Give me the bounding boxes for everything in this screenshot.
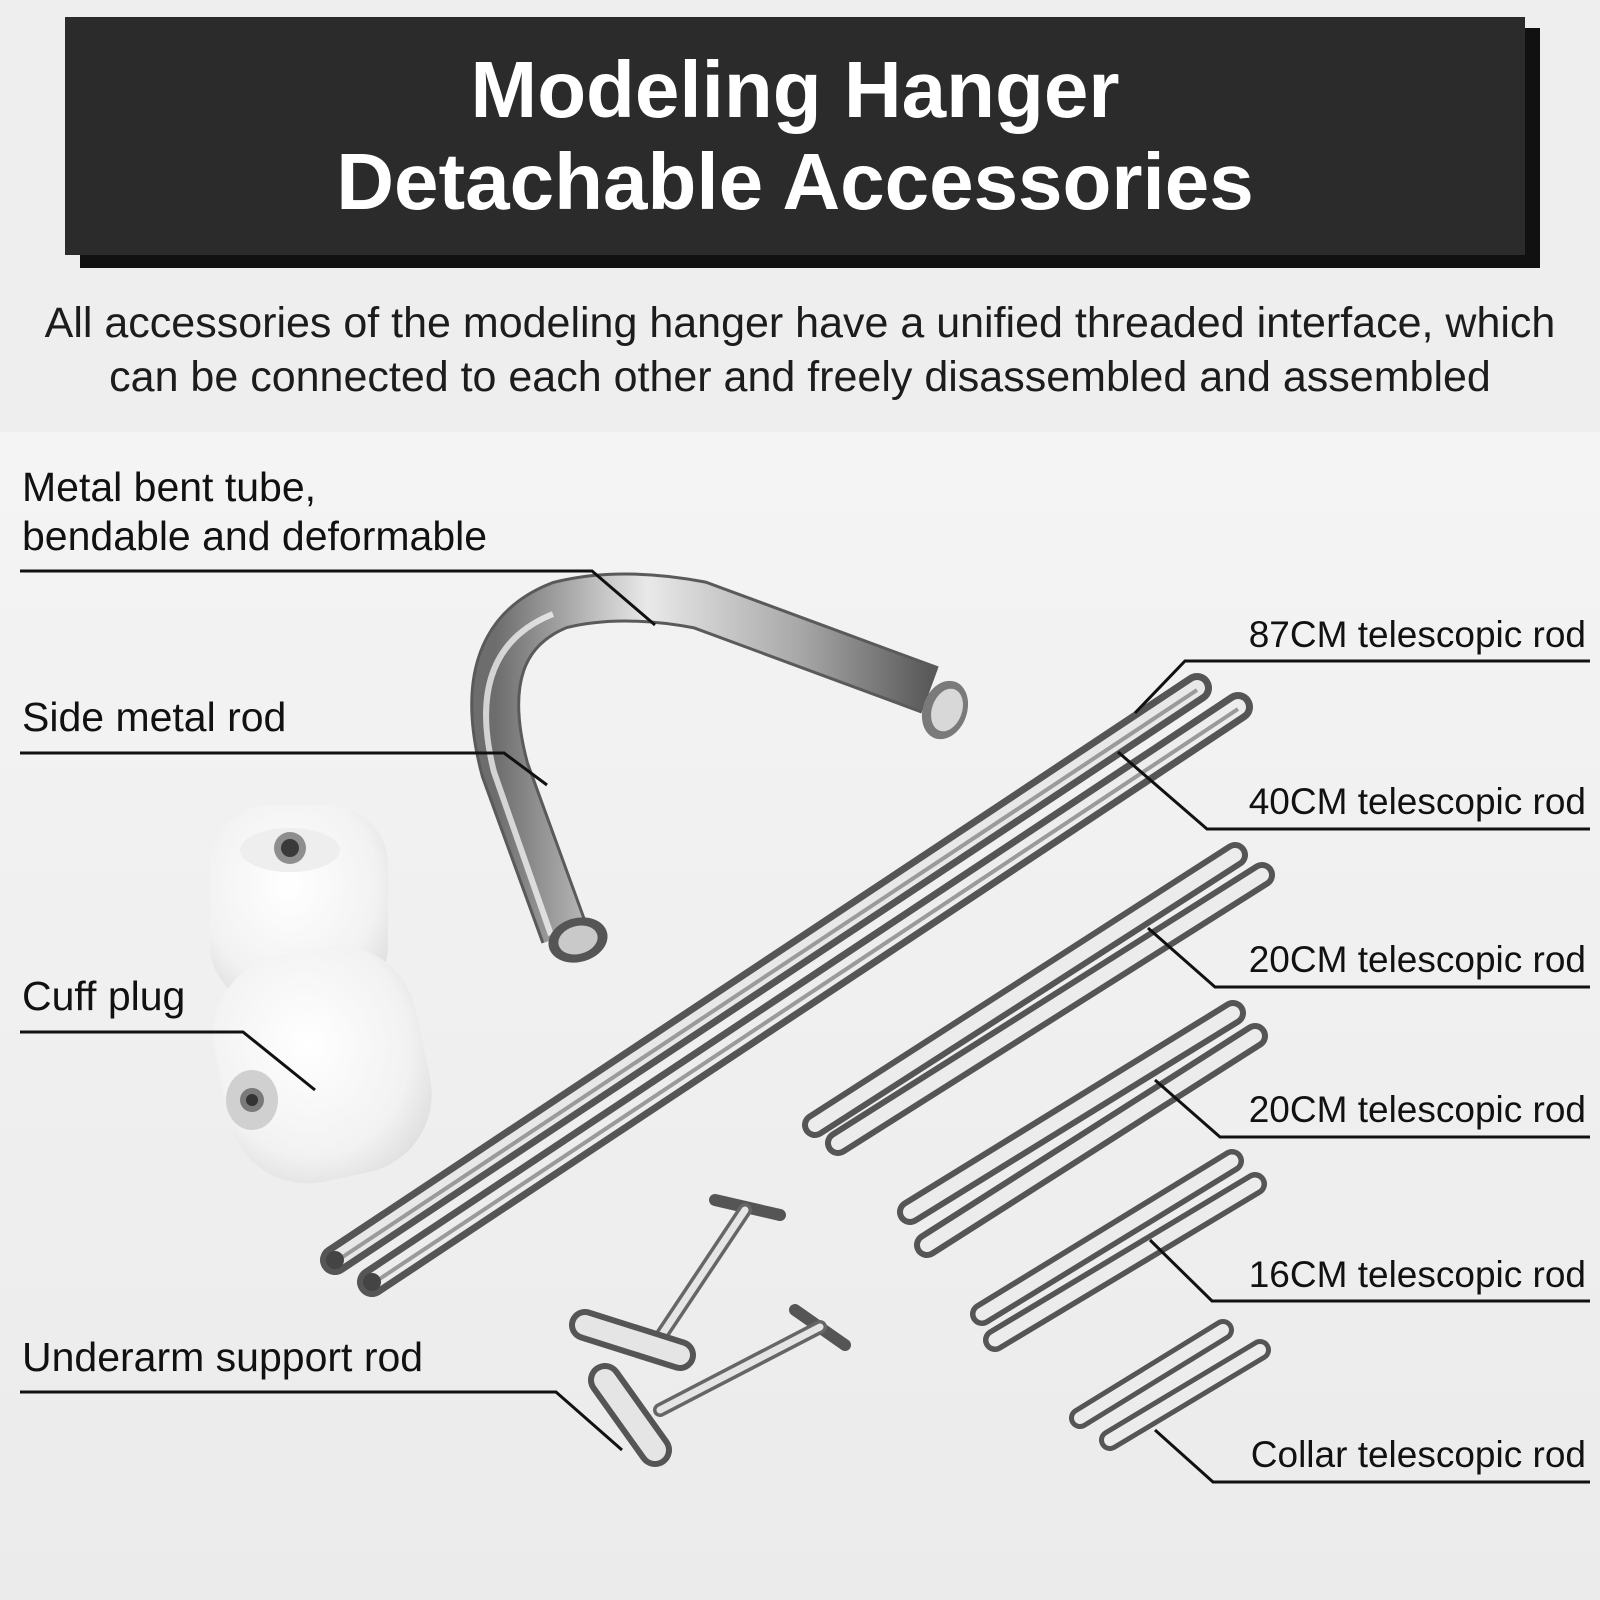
label-collar-rod: Collar telescopic rod: [1250, 1434, 1586, 1475]
label-side-rod: Side metal rod: [22, 694, 287, 740]
leader-lines-right: [1117, 659, 1590, 1484]
title-line-1: Modeling Hanger: [470, 45, 1120, 134]
cuff-plugs: [210, 805, 432, 1184]
label-rod-87cm: 87CM telescopic rod: [1248, 614, 1586, 655]
description-line-1: All accessories of the modeling hanger h…: [44, 299, 1556, 347]
label-bent-tube-line-1: Metal bent tube,: [22, 464, 317, 510]
leader-lines-left: [20, 569, 656, 1452]
description-line-2: can be connected to each other and freel…: [109, 353, 1491, 401]
rods-20cm-a: [802, 842, 1275, 1156]
label-cuff-plug: Cuff plug: [22, 973, 186, 1019]
title-line-2: Detachable Accessories: [336, 137, 1254, 226]
rods-20cm-b: [897, 1000, 1268, 1258]
bent-tube: [470, 572, 969, 963]
label-rod-20cm-b: 20CM telescopic rod: [1248, 1089, 1586, 1130]
description: All accessories of the modeling hanger h…: [40, 296, 1560, 404]
underarm-rods: [569, 1194, 851, 1467]
rods-16cm: [970, 1149, 1267, 1352]
label-underarm-rod: Underarm support rod: [22, 1334, 424, 1380]
long-rods: [320, 673, 1253, 1297]
label-bent-tube-line-2: bendable and deformable: [22, 513, 488, 559]
label-bent-tube: Metal bent tube, bendable and deformable: [22, 463, 487, 561]
title-banner: Modeling Hanger Detachable Accessories: [65, 17, 1525, 255]
collar-rods: [1069, 1319, 1271, 1451]
label-rod-20cm-a: 20CM telescopic rod: [1248, 939, 1586, 980]
label-rod-40cm: 40CM telescopic rod: [1248, 781, 1586, 822]
label-rod-16cm: 16CM telescopic rod: [1248, 1254, 1586, 1295]
